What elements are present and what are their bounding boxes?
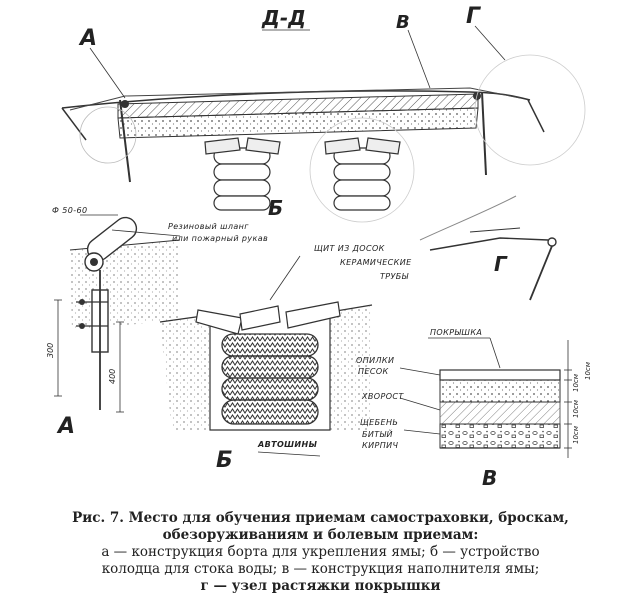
label-kirpich-2: КИРПИЧ [362,441,399,450]
dim-10-4: 10см [584,361,592,380]
dim-10-1: 10см [572,373,580,392]
figure: Д-Д А В Г Б Ф 50-60 Резиновый шланг или … [46,4,592,490]
detail-b-drawing [159,255,373,457]
label-pokryshka: ПОКРЫШКА [430,328,483,337]
dim-10-2: 10см [572,399,580,418]
label-pesok: ПЕСОК [358,367,389,376]
label-shield-1: ЩИТ ИЗ ДОСОК [314,244,385,253]
label-tires: АВТОШИНЫ [258,440,318,449]
label-diameter: Ф 50-60 [52,206,88,215]
label-v-top: В [396,12,410,33]
technical-drawing [54,25,586,458]
label-shield-3: ТРУБЫ [380,272,409,281]
label-shcheben: ЩЕБЕНЬ [360,418,399,427]
label-hose-1: Резиновый шланг [168,222,249,231]
label-shield-2: КЕРАМИЧЕСКИЕ [340,258,412,267]
label-a-bottom: А [58,414,76,439]
caption-line5: г — узел растяжки покрышки [200,578,441,594]
label-hose-2: или пожарный рукав [172,234,269,243]
caption-line4: колодца для стока воды; в — конструкция … [101,561,540,577]
section-d-d-drawing [61,25,586,223]
detail-a-drawing [54,214,181,413]
label-a-top: А [80,26,98,51]
label-b-mid: Б [268,196,284,220]
label-v-bottom: В [482,466,498,490]
label-section: Д-Д [262,6,306,30]
label-opilki: ОПИЛКИ [356,356,395,365]
label-b-bottom: Б [216,448,233,473]
caption-title-line2: обезоруживаниям и болевым приемам: [162,527,479,543]
dim-300: 300 [46,342,55,358]
detail-g-drawing [419,195,557,301]
label-khvorost: ХВОРОСТ [362,392,404,401]
detail-v-drawing [399,337,572,458]
caption-title-line1: Рис. 7. Место для обучения приемам самос… [72,510,569,526]
caption-line3: а — конструкция борта для укрепления ямы… [101,544,540,560]
figure-caption: Рис. 7. Место для обучения приемам самос… [10,510,631,595]
label-g-right: Г [494,252,507,276]
label-g-top: Г [466,4,481,29]
label-kirpich-1: БИТЫЙ [362,430,393,439]
dim-400: 400 [108,368,117,384]
dim-10-3: 10см [572,425,580,444]
